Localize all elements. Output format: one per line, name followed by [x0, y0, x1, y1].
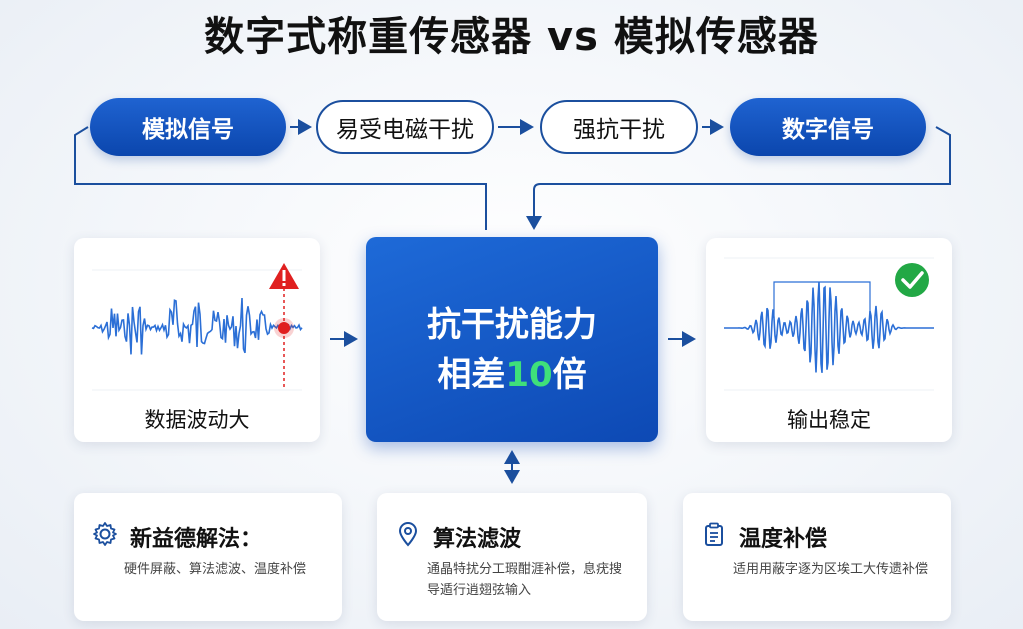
temp-comp-title: 温度补偿 [739, 527, 828, 552]
noisy-waveform [91, 263, 303, 391]
temp-comp-desc: 适用用蔽字逐为区埃工大传遗补偿 [733, 562, 929, 577]
gear-icon [93, 522, 117, 546]
stable-output-card: 输出稳定 [706, 238, 952, 442]
immunity-ratio: 相差10倍 [366, 347, 658, 396]
ratio-prefix: 相差 [437, 355, 506, 395]
solution-title: 新益德解法： [130, 527, 263, 552]
immunity-comparison-card: 抗干扰能力 相差10倍 [366, 237, 658, 442]
solution-desc: 硬件屏蔽、算法滤波、温度补偿 [124, 562, 307, 577]
location-pin-icon [398, 522, 418, 547]
flow-step-strong-immunity: 强抗干扰 [540, 100, 698, 154]
immunity-headline: 抗干扰能力 [427, 305, 597, 345]
filter-card: 算法滤波 通晶特扰分工瑕酣涯补偿，息疣搜导遁行逍翅弦输入 [377, 493, 647, 621]
flow-step-analog-signal: 模拟信号 [90, 98, 286, 156]
flow-step-emi-susceptible: 易受电磁干扰 [316, 100, 494, 154]
clean-waveform [724, 257, 934, 391]
solution-card: 新益德解法： 硬件屏蔽、算法滤波、温度补偿 [74, 493, 342, 621]
stable-output-label: 输出稳定 [787, 408, 871, 432]
ratio-value: 10 [505, 355, 553, 395]
ratio-suffix: 倍 [552, 355, 587, 395]
filter-title: 算法滤波 [433, 527, 522, 552]
unstable-data-card: 数据波动大 [74, 238, 320, 442]
check-circle-icon [895, 263, 929, 297]
filter-desc: 通晶特扰分工瑕酣涯补偿，息疣搜导遁行逍翅弦输入 [427, 562, 623, 598]
feedback-line-right [526, 126, 951, 230]
unstable-data-label: 数据波动大 [144, 408, 250, 432]
temp-comp-card: 温度补偿 适用用蔽字逐为区埃工大传遗补偿 [683, 493, 951, 621]
flow-step-digital-signal: 数字信号 [730, 98, 926, 156]
page-title: 数字式称重传感器 vs 模拟传感器 [204, 14, 819, 60]
clipboard-icon [705, 522, 723, 546]
warning-triangle-icon [269, 263, 299, 289]
feedback-line-left [74, 126, 487, 230]
